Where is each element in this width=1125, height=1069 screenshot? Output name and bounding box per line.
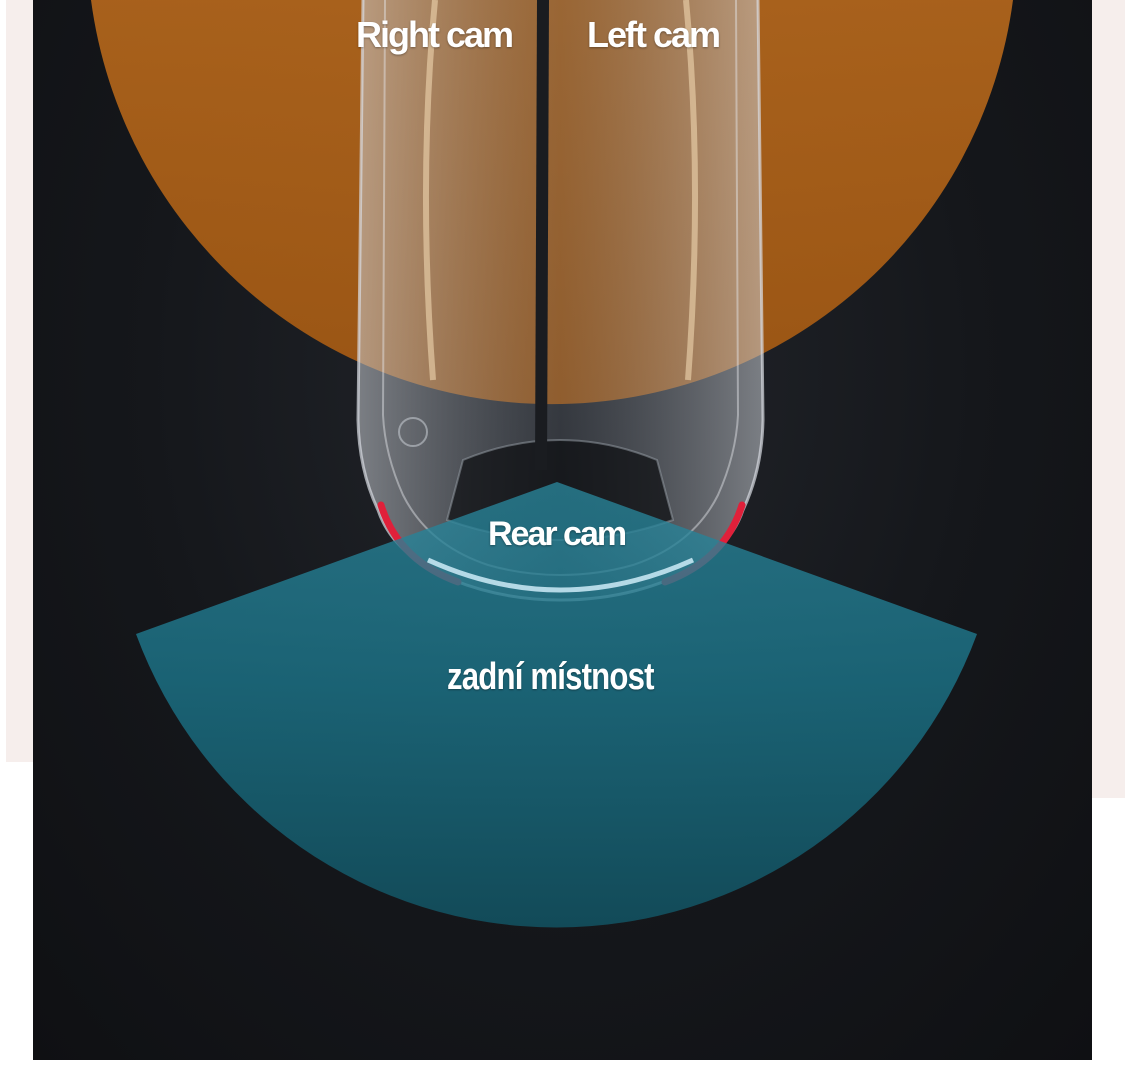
- right-cam-label: Right cam: [356, 14, 514, 55]
- left-cam-label: Left cam: [587, 14, 721, 55]
- left-margin-strip: [6, 0, 34, 762]
- right-margin-strip: [1092, 0, 1125, 798]
- coverage-graphic: [91, 0, 1013, 928]
- rear-bumper-glow: [426, 557, 695, 593]
- camera-coverage-illustration: Right cam Left cam Rear cam zadní místno…: [33, 0, 1092, 1060]
- rear-coverage-area: [136, 482, 977, 928]
- rear-room-label: zadní místnost: [447, 656, 654, 698]
- rear-cam-label: Rear cam: [488, 515, 627, 553]
